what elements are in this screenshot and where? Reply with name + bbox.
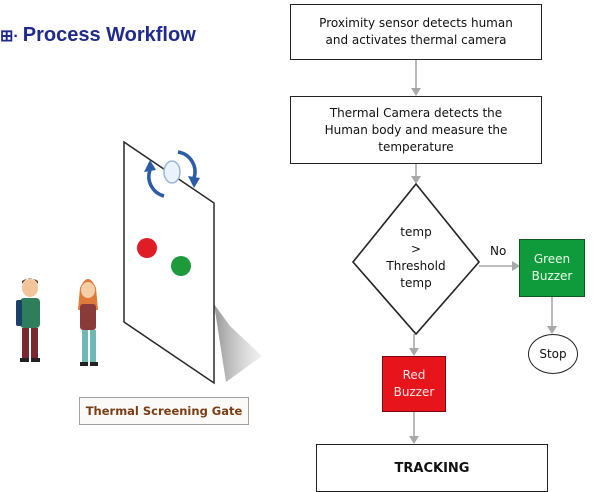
- stop-terminal: Stop: [528, 334, 578, 374]
- person-male-icon: [16, 278, 40, 362]
- gate-panel: [123, 140, 215, 385]
- bullet-glyph: ⊞·: [0, 27, 19, 45]
- rotate-arrows-icon: [144, 150, 200, 198]
- decision-diamond: [351, 182, 481, 336]
- step-thermal-camera: Thermal Camera detects the Human body an…: [290, 96, 542, 164]
- gate-shadow: [214, 304, 262, 382]
- tracking-label: TRACKING: [394, 460, 470, 476]
- red-light-icon: [137, 238, 157, 258]
- page-header: ⊞· Process Workflow: [0, 24, 196, 47]
- decision-label: temp > Threshold temp: [386, 225, 446, 290]
- person-female-icon: [78, 279, 98, 366]
- green-buzzer-box: Green Buzzer: [519, 239, 585, 297]
- stop-label: Stop: [539, 347, 567, 361]
- step-proximity-sensor-label: Proximity sensor detects human and activ…: [319, 16, 513, 47]
- step-thermal-camera-label: Thermal Camera detects the Human body an…: [324, 105, 508, 154]
- connector-lines: [409, 60, 557, 444]
- no-branch-label: No: [490, 244, 507, 258]
- gate-caption: Thermal Screening Gate: [79, 397, 249, 425]
- gate-caption-label: Thermal Screening Gate: [85, 404, 243, 418]
- red-buzzer-label: Red Buzzer: [393, 368, 435, 399]
- step-proximity-sensor: Proximity sensor detects human and activ…: [290, 4, 542, 60]
- tracking-box: TRACKING: [316, 444, 548, 492]
- green-buzzer-label: Green Buzzer: [531, 252, 573, 283]
- red-buzzer-box: Red Buzzer: [382, 356, 446, 412]
- green-light-icon: [171, 256, 191, 276]
- page-title: Process Workflow: [22, 24, 196, 46]
